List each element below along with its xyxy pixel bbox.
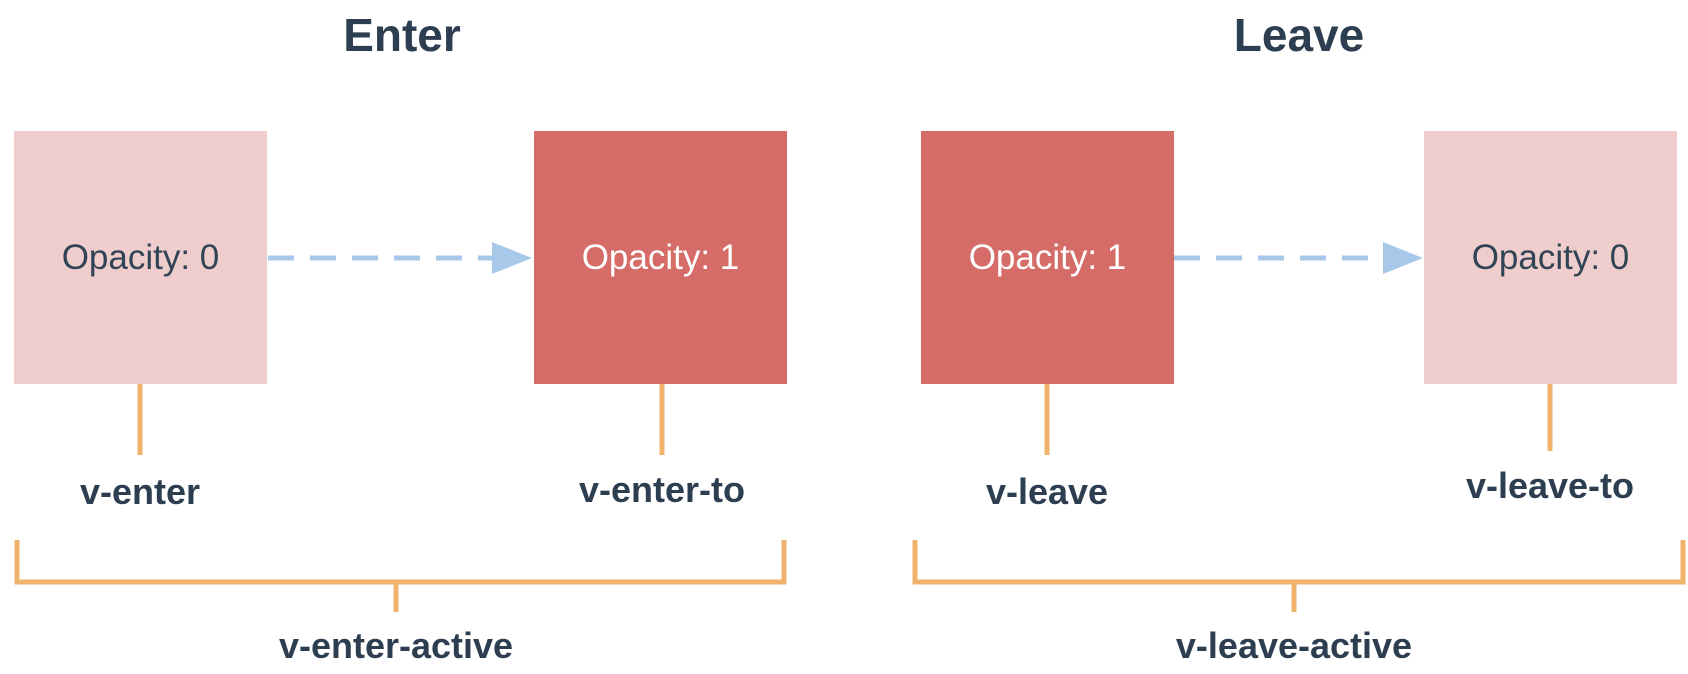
enter-start-box-text: Opacity: 0 [61,238,220,277]
enter-start-box: Opacity: 0 [14,131,267,384]
v-leave-active-label: v-leave-active [1175,625,1413,666]
v-leave-to-label: v-leave-to [1465,465,1635,506]
v-enter-label: v-enter [79,471,201,512]
leave-end-box-text: Opacity: 0 [1471,238,1630,277]
v-enter-active-label: v-enter-active [278,625,514,666]
enter-end-box: Opacity: 1 [534,131,787,384]
leave-arrow [1174,242,1423,274]
v-leave-label: v-leave [985,471,1109,512]
leave-title: Leave [1233,9,1365,61]
leave-start-box-text: Opacity: 1 [968,238,1127,277]
leave-end-box: Opacity: 0 [1424,131,1677,384]
enter-end-box-text: Opacity: 1 [581,238,740,277]
enter-arrow [268,242,532,274]
enter-title: Enter [343,9,461,61]
leave-start-box: Opacity: 1 [921,131,1174,384]
leave-active-bracket [912,540,1686,612]
enter-active-bracket [14,540,787,612]
v-enter-to-label: v-enter-to [578,469,745,510]
